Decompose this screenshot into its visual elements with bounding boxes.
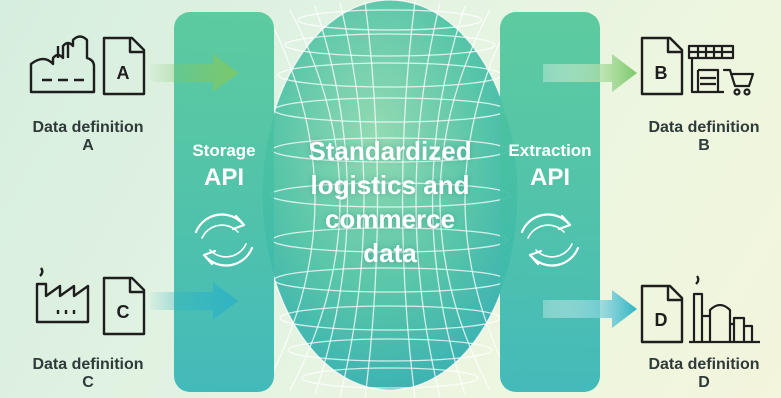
data-definition-c-label: Data definition C bbox=[3, 356, 173, 393]
doc-letter-d: D bbox=[654, 310, 668, 330]
center-line: logistics and bbox=[310, 170, 470, 200]
definition-letter: C bbox=[82, 374, 94, 392]
document-icon bbox=[640, 36, 684, 96]
definition-letter: D bbox=[698, 374, 710, 392]
store-icon bbox=[687, 44, 735, 94]
cycle-arrows-icon bbox=[520, 213, 580, 267]
center-title: Standardized logistics and commerce data bbox=[270, 134, 510, 270]
definition-text: Data definition bbox=[32, 119, 144, 136]
doc-letter-a: A bbox=[116, 63, 130, 83]
storage-label: Storage bbox=[192, 141, 256, 160]
definition-letter: B bbox=[698, 137, 710, 155]
factory-icon bbox=[29, 35, 96, 94]
center-line: commerce bbox=[324, 204, 456, 234]
globe-grid-icon bbox=[261, 0, 519, 398]
center-line: Standardized bbox=[308, 136, 472, 166]
data-definition-b-label: Data definition B bbox=[619, 119, 781, 156]
data-definition-a-label: Data definition A bbox=[3, 119, 173, 156]
extraction-api-label: API bbox=[529, 164, 570, 191]
doc-letter-c: C bbox=[116, 302, 130, 322]
cart-icon bbox=[722, 68, 755, 96]
center-line: data bbox=[363, 238, 417, 268]
storage-api-label: API bbox=[203, 164, 244, 191]
definition-text: Data definition bbox=[648, 119, 760, 136]
document-icon bbox=[102, 276, 146, 336]
right-arrow-icon bbox=[150, 282, 238, 320]
right-arrow-icon bbox=[150, 54, 238, 92]
right-arrow-icon bbox=[543, 290, 637, 328]
definition-letter: A bbox=[82, 137, 94, 155]
extraction-api-bar bbox=[500, 12, 600, 392]
industrial-plant-icon bbox=[35, 267, 90, 324]
right-arrow-icon bbox=[543, 54, 637, 92]
definition-text: Data definition bbox=[32, 356, 144, 373]
cycle-arrows-icon bbox=[194, 213, 254, 267]
refinery-icon bbox=[689, 275, 760, 344]
extraction-label: Extraction bbox=[508, 141, 592, 160]
definition-text: Data definition bbox=[648, 356, 760, 373]
document-icon bbox=[102, 36, 146, 96]
doc-letter-b: B bbox=[654, 63, 668, 83]
document-icon bbox=[640, 284, 684, 344]
data-definition-d-label: Data definition D bbox=[619, 356, 781, 393]
